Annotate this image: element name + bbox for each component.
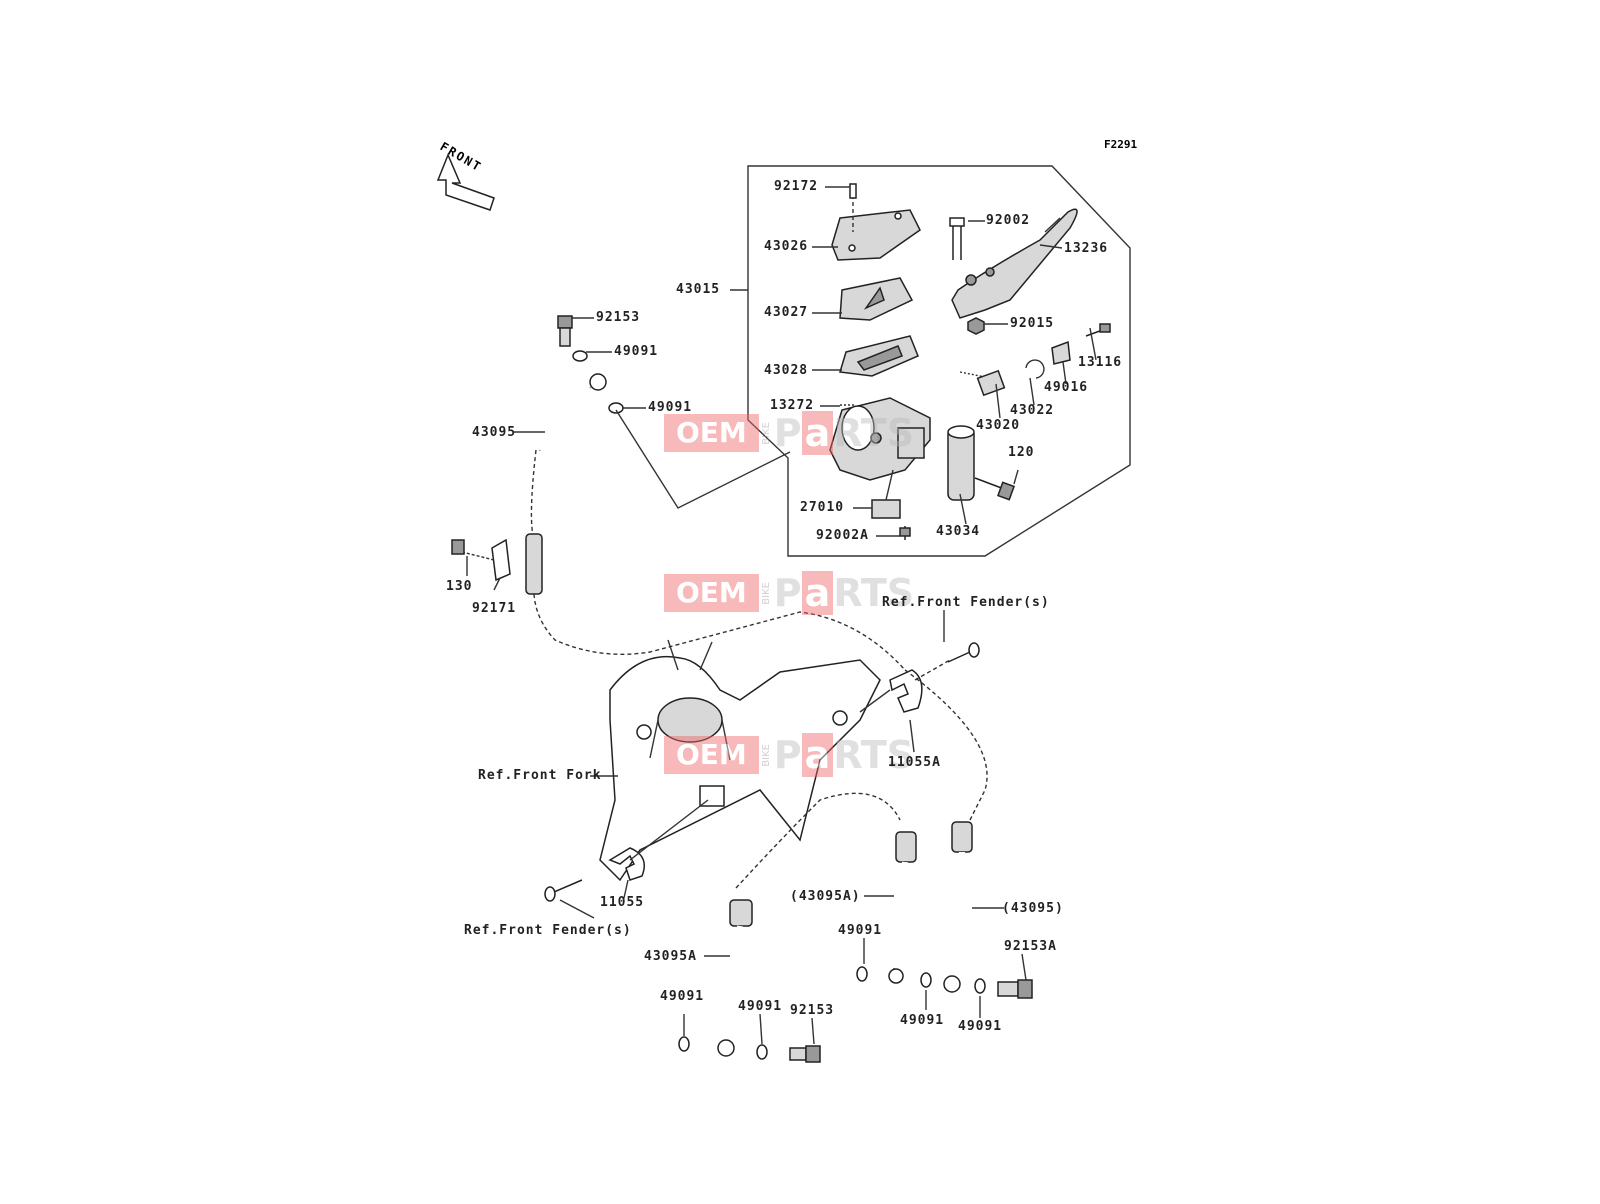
hose-bracket [451, 538, 511, 582]
label-43095A: 43095A [644, 949, 697, 964]
label-13236: 13236 [1064, 241, 1109, 256]
figure-code: F2291 [1104, 138, 1138, 151]
bolt-120 [974, 477, 1015, 501]
piston-assembly [959, 369, 1006, 397]
master-cylinder-body [829, 397, 931, 481]
fender-bolt-top [947, 642, 980, 663]
label-43027: 43027 [764, 305, 809, 320]
label-13116: 13116 [1078, 355, 1123, 370]
label-92172: 92172 [774, 179, 819, 194]
hose-clamp-11055A [859, 659, 951, 713]
label-92153-top: 92153 [596, 310, 641, 325]
label-130: 130 [446, 579, 473, 594]
label-43022: 43022 [1010, 403, 1055, 418]
brake-hose-upper [525, 386, 906, 671]
label-43095A-paren: (43095A) [790, 889, 861, 904]
label-43028: 43028 [764, 363, 809, 378]
banjo-bolt-92153A [997, 979, 1033, 999]
label-11055A: 11055A [888, 755, 941, 770]
watermark-3: OEM BIKE PaRTS [664, 733, 914, 777]
label-49091-a: 49091 [614, 344, 659, 359]
circlip [1025, 359, 1045, 379]
label-49091-e: 49091 [738, 999, 783, 1014]
label-ref-front-fender-top: Ref.Front Fender(s) [882, 595, 1050, 610]
label-92153-bottom: 92153 [790, 1003, 835, 1018]
label-49091-b: 49091 [648, 400, 693, 415]
watermark-2: OEM BIKE PaRTS [664, 571, 914, 615]
label-92002A: 92002A [816, 528, 869, 543]
fender-bolt-bottom [544, 879, 583, 902]
label-43020: 43020 [976, 418, 1021, 433]
label-43015: 43015 [676, 282, 721, 297]
brake-hose-43095A-left [717, 899, 753, 1057]
label-49091-g: 49091 [958, 1019, 1003, 1034]
dust-boot [1051, 340, 1071, 365]
master-cylinder-group-boundary [747, 165, 1131, 557]
brake-hose-43095A-middle [888, 831, 917, 984]
label-92153A: 92153A [1004, 939, 1057, 954]
label-27010: 27010 [800, 500, 845, 515]
brake-hose-43095-right [943, 821, 973, 993]
pivot-bolt [949, 217, 965, 260]
front-fork-outline [599, 639, 881, 882]
label-120: 120 [1008, 445, 1035, 460]
watermark-1: OEM BIKE PaRTS [664, 411, 914, 455]
clamp [947, 425, 975, 501]
nut [967, 317, 985, 335]
label-ref-front-fender-bottom: Ref.Front Fender(s) [464, 923, 632, 938]
reservoir-cap [831, 209, 921, 261]
label-11055: 11055 [600, 895, 645, 910]
label-92015: 92015 [1010, 316, 1055, 331]
label-49091-f: 49091 [900, 1013, 945, 1028]
banjo-bolt-top [557, 315, 573, 347]
label-13272: 13272 [770, 398, 815, 413]
push-rod [1085, 323, 1111, 337]
label-43026: 43026 [764, 239, 809, 254]
label-43095: 43095 [472, 425, 517, 440]
label-43034: 43034 [936, 524, 981, 539]
front-arrow-icon [436, 153, 495, 211]
brake-lever [951, 208, 1078, 319]
hose-clamp-11055 [608, 785, 725, 881]
label-ref-front-fork: Ref.Front Fork [478, 768, 602, 783]
label-43095-paren: (43095) [1002, 901, 1064, 916]
label-92002: 92002 [986, 213, 1031, 228]
label-49016: 49016 [1044, 380, 1089, 395]
switch [871, 499, 901, 519]
label-92171: 92171 [472, 601, 517, 616]
label-49091-c: 49091 [838, 923, 883, 938]
label-49091-d: 49091 [660, 989, 705, 1004]
banjo-bolt-bottom [789, 1045, 821, 1063]
